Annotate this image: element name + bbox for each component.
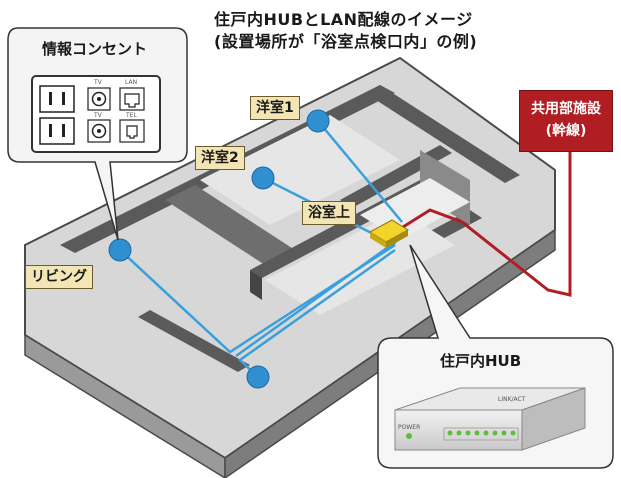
lan-cable-western-room-1 bbox=[317, 120, 403, 223]
page-title-line-1: 住戸内HUBとLAN配線のイメージ bbox=[214, 10, 473, 29]
trunk-label-line-2: (幹線) bbox=[545, 123, 587, 139]
room-floor-a bbox=[200, 115, 400, 225]
hub-box-icon bbox=[369, 219, 409, 248]
trunk-label-line-1: 共用部施設 bbox=[531, 101, 601, 117]
wall-2 bbox=[165, 185, 295, 265]
hub-power-label: POWER bbox=[398, 424, 421, 431]
port-label-lan: LAN bbox=[125, 79, 138, 86]
power-socket-icon bbox=[39, 117, 75, 145]
network-switch-icon bbox=[394, 387, 586, 451]
hub-callout-title: 住戸内HUB bbox=[440, 352, 522, 370]
outlet-dot-lower bbox=[246, 365, 270, 389]
wall-5 bbox=[250, 270, 262, 300]
lan-cable-parallel bbox=[235, 238, 399, 358]
outlet-dot-living bbox=[108, 238, 132, 262]
page-title-line-2: (設置場所が「浴室点検口内」の例) bbox=[214, 32, 478, 51]
trunk-cable bbox=[394, 152, 572, 297]
wall-8 bbox=[138, 310, 250, 372]
port-label-tv-bottom: TV bbox=[94, 112, 102, 119]
hub-ports-label: LINK/ACT bbox=[498, 396, 526, 403]
outlet-dot-western-room-1 bbox=[306, 109, 330, 133]
trunk-facility-box: 共用部施設 (幹線) bbox=[519, 90, 613, 152]
outlet-ports bbox=[39, 85, 145, 145]
port-leds bbox=[447, 430, 516, 436]
room-label-western-room-2: 洋室2 bbox=[195, 146, 245, 170]
tel-port-icon bbox=[119, 119, 145, 143]
room-label-bathroom-above: 浴室上 bbox=[302, 201, 356, 225]
outlet-dot-western-room-2 bbox=[251, 166, 275, 190]
power-socket-icon bbox=[39, 85, 75, 113]
building-front-wall-left bbox=[24, 333, 226, 478]
port-label-tv-top: TV bbox=[94, 79, 102, 86]
wall-3 bbox=[365, 85, 520, 183]
room-label-western-room-1: 洋室1 bbox=[250, 96, 300, 120]
power-led-icon bbox=[406, 433, 412, 439]
room-label-living: リビング bbox=[25, 265, 93, 289]
port-label-tel: TEL bbox=[126, 112, 137, 119]
outlet-panel-title: 情報コンセント bbox=[42, 40, 148, 58]
